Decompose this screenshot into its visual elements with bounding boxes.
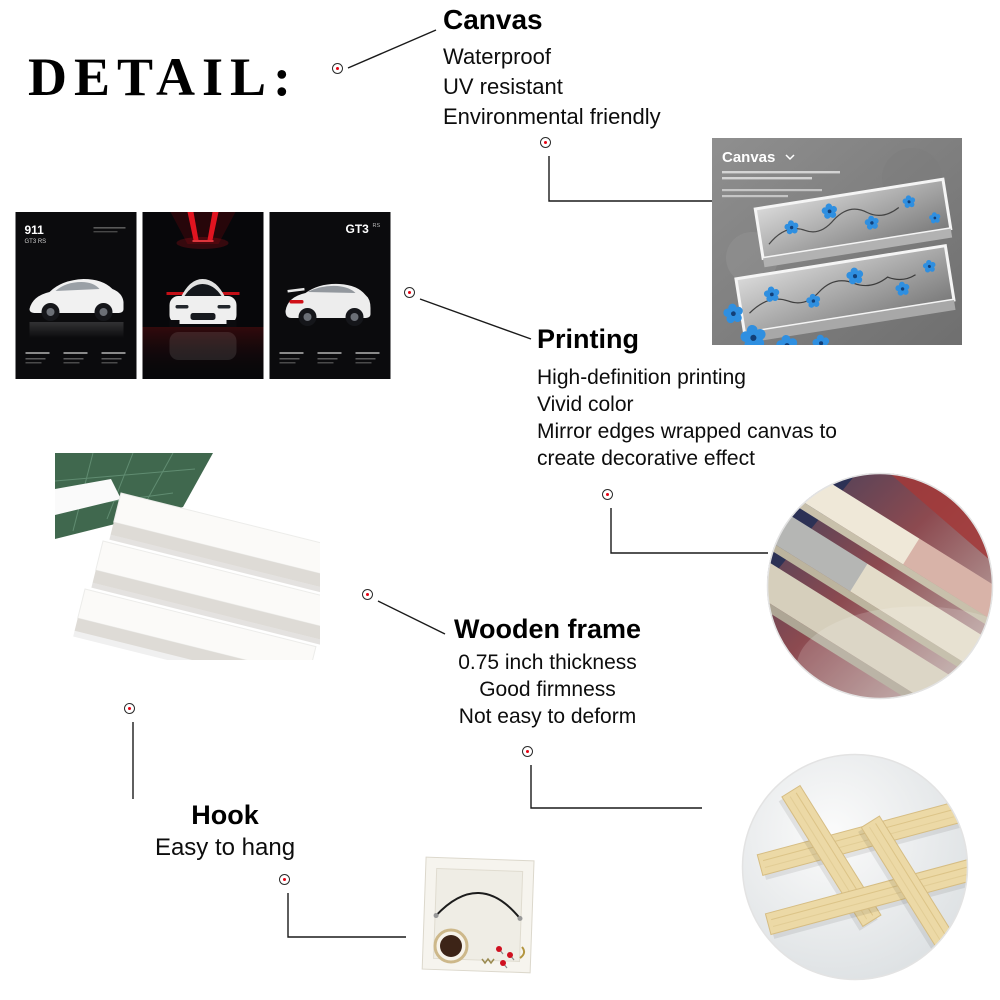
canvas-board-bottom [734,243,956,344]
connector-line [347,29,437,69]
section-printing: Printing High-definition printing Vivid … [537,324,859,472]
printing-section-title: Printing [537,324,639,354]
hanging-hardware-image [404,853,546,985]
printing-feature: High-definition printing [537,366,746,390]
hook-section-title: Hook [191,800,259,830]
page-title: DETAIL: [28,47,299,107]
poster-title-text: 911 [25,223,45,237]
connector-line [530,765,702,809]
callout-marker-frame-photo [522,746,533,757]
poster-title-text: GT3 [346,222,370,236]
connector-line [287,893,406,938]
callout-marker-hook-label [124,703,135,714]
chevron-down-icon [785,154,795,161]
poster-subtitle-text: GT3 RS [25,239,47,245]
paper-sheet [55,479,121,515]
section-wooden-frame: Wooden frame 0.75 inch thickness Good fi… [395,614,700,730]
wooden-frame-svg [741,753,969,981]
round-accessory [433,928,469,964]
stacked-canvases-svg [55,453,320,660]
mirror-edge-svg [766,472,994,700]
wooden-frame-feature: Not easy to deform [458,705,637,729]
fine-print-placeholder [722,171,840,198]
printing-feature: Vivid color [537,393,634,417]
callout-marker-frame-label [362,589,373,600]
poster-subtitle-text: RS [373,223,381,229]
callout-marker-printing-photo [602,489,613,500]
canvas-slab [109,492,320,598]
wooden-frame-feature: 0.75 inch thickness [458,651,637,675]
canvas-section-title: Canvas [443,4,543,35]
sawtooth-hanger [481,957,495,965]
printing-feature: Mirror edges wrapped canvas to create de… [537,420,837,471]
callout-marker-hook-photo [279,874,290,885]
canvas-board-top [753,177,953,268]
wooden-frame-section-title: Wooden frame [453,614,642,644]
floral-canvas-boards [722,177,956,345]
car-front-illustration [166,279,240,327]
connector-line [548,156,712,202]
callout-marker-printing-label [404,287,415,298]
connector-line [610,508,768,554]
car-rear-illustration [285,283,371,326]
wooden-frame-feature-list: 0.75 inch thickness Good firmness Not ea… [395,649,700,730]
canvas-feature: UV resistant [443,74,563,100]
canvas-feature-list: Waterproof UV resistant Environmental fr… [443,42,661,132]
section-canvas: Canvas Waterproof UV resistant Environme… [443,4,661,132]
poster-panel-gt3-rear: GT3 RS [269,212,391,379]
poster-panel-911-side: 911 GT3 RS [15,212,137,379]
mirror-edge-photo [766,472,994,700]
callout-marker-canvas-label [332,63,343,74]
wooden-frame-photo [741,753,969,981]
callout-marker-canvas-photo [540,137,551,148]
canvas-feature: Environmental friendly [443,104,661,130]
canvas-slab [73,588,317,660]
hanging-wire [435,892,521,920]
canvas-corner-image: Canvas [712,138,962,345]
connector-line [419,298,532,340]
stretcher-bars [756,784,968,966]
canvas-feature: Waterproof [443,44,552,70]
canvas-corner-svg: Canvas [712,138,962,345]
canvas-photo-label: Canvas [722,149,775,166]
spec-text-placeholder [25,352,126,364]
spec-text-placeholder [279,352,380,364]
hook-feature: Easy to hang [154,834,296,862]
wooden-frame-feature: Good firmness [479,678,616,702]
garage-ceiling-lights [170,212,236,249]
stacked-canvases-image [55,453,320,660]
push-pins [496,946,515,969]
canvas-slab [91,540,320,646]
poster-triptych-image: 911 GT3 RS [15,212,391,379]
metal-hook [519,946,526,959]
printing-feature-list: High-definition printing Vivid color Mir… [537,364,859,472]
hanging-hardware-svg [404,853,546,985]
hook-feature-list: Easy to hang [110,831,340,865]
car-side-illustration [29,279,124,321]
section-hook: Hook Easy to hang [110,800,340,865]
poster-panel-front-garage [142,212,264,379]
